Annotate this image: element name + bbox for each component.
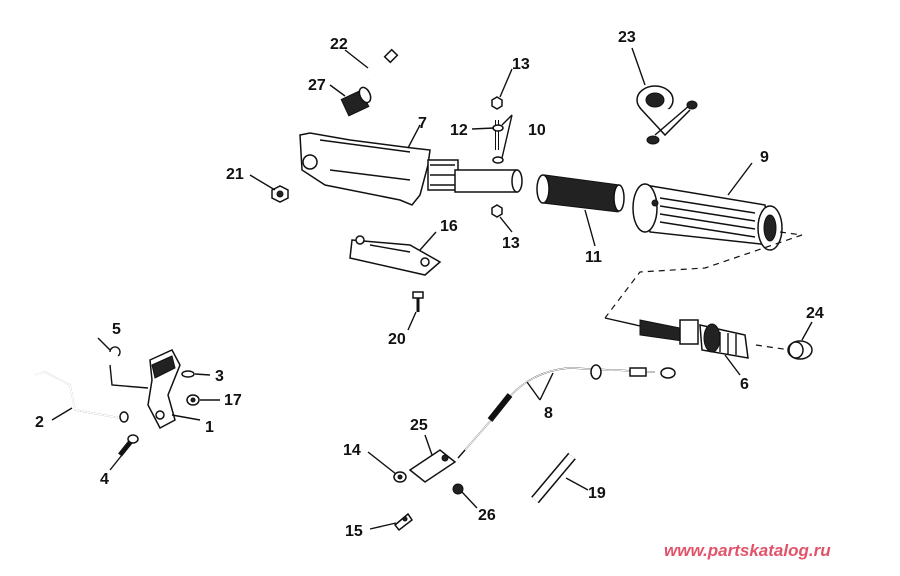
callout-13-bottom: 13 xyxy=(502,235,520,252)
callout-12: 12 xyxy=(450,122,468,139)
callout-14: 14 xyxy=(343,442,361,459)
part-13-nut-bottom xyxy=(491,204,503,218)
part-9-throttle-grip xyxy=(632,183,783,251)
callout-10: 10 xyxy=(528,122,546,139)
part-11-grip-sleeve xyxy=(536,174,625,213)
assembly-dashed-line xyxy=(604,231,803,319)
part-26-screw xyxy=(452,483,464,495)
callout-20: 20 xyxy=(388,331,406,348)
callout-21: 21 xyxy=(226,166,244,183)
part-16-plate xyxy=(349,235,442,276)
watermark: www.partskatalog.ru xyxy=(664,541,831,560)
part-10-washer-top xyxy=(492,124,504,132)
part-21-nut xyxy=(271,185,289,203)
callout-9: 9 xyxy=(760,149,769,166)
callouts: 22 27 7 21 13 12 10 13 23 9 11 16 20 24 … xyxy=(35,29,824,540)
part-10-washer-bottom xyxy=(492,156,504,164)
callout-16: 16 xyxy=(440,218,458,235)
part-17-washer xyxy=(186,394,200,406)
part-14-washer xyxy=(393,471,407,483)
callout-17: 17 xyxy=(224,392,242,409)
part-20-screw xyxy=(412,291,424,312)
callout-24: 24 xyxy=(806,305,824,322)
part-8-throttle-cable xyxy=(457,364,676,459)
part-3-pin xyxy=(181,370,195,378)
callout-5: 5 xyxy=(112,321,121,338)
callout-3: 3 xyxy=(215,368,224,385)
leader-lines xyxy=(51,47,813,530)
callout-22: 22 xyxy=(330,36,348,53)
part-15-clip xyxy=(393,512,414,532)
callout-26: 26 xyxy=(478,507,496,524)
callout-8: 8 xyxy=(544,405,553,422)
callout-25: 25 xyxy=(410,417,428,434)
callout-27: 27 xyxy=(308,77,326,94)
assembly-line-5 xyxy=(109,364,149,389)
callout-23: 23 xyxy=(618,29,636,46)
shaft-dashed-line xyxy=(755,344,791,351)
part-6-throttle-shaft xyxy=(604,317,749,359)
part-5-clip xyxy=(109,346,121,357)
part-22-bolt xyxy=(369,48,399,81)
part-2-shift-rod xyxy=(34,371,129,423)
part-19-tube xyxy=(531,452,576,504)
callout-15: 15 xyxy=(345,523,363,540)
part-7-tiller-arm xyxy=(299,132,523,206)
part-25-bracket xyxy=(408,449,457,483)
part-24-cap xyxy=(787,340,813,360)
callout-4: 4 xyxy=(100,471,109,488)
callout-1: 1 xyxy=(205,419,214,436)
part-1-shift-lever xyxy=(147,349,181,430)
part-4-stud xyxy=(118,434,139,457)
part-23-friction-block xyxy=(636,85,698,145)
callout-2: 2 xyxy=(35,414,44,431)
part-27-bushing xyxy=(340,86,372,117)
part-13-nut-top xyxy=(491,96,503,110)
callout-6: 6 xyxy=(740,376,749,393)
callout-11: 11 xyxy=(585,249,602,266)
callout-19: 19 xyxy=(588,485,606,502)
callout-7: 7 xyxy=(418,115,427,132)
callout-13-top: 13 xyxy=(512,56,530,73)
